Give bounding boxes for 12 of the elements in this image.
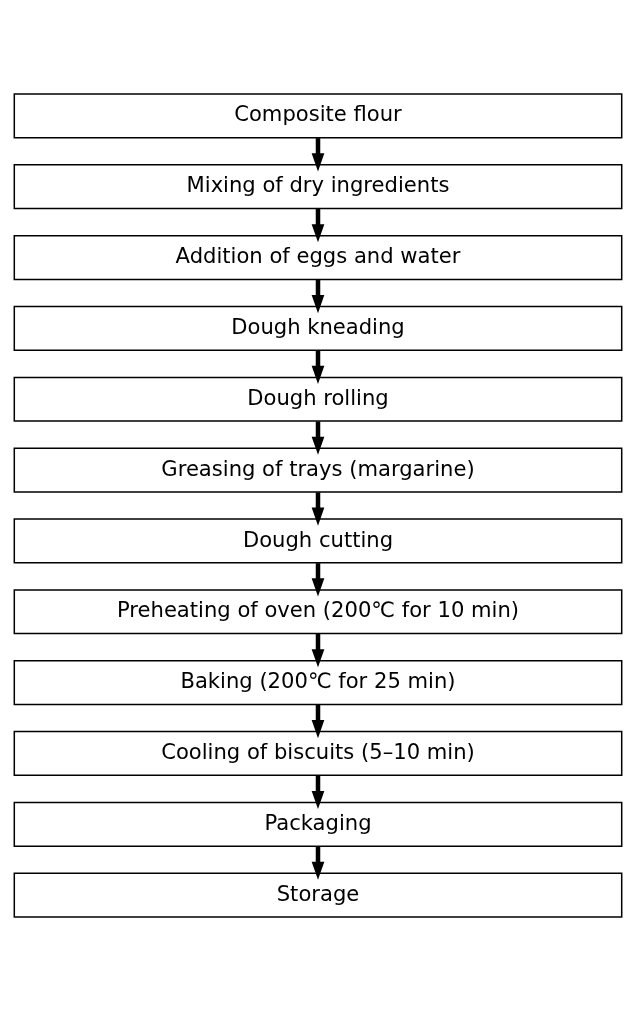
node-box: Preheating of oven (200℃ for 10 min) bbox=[13, 589, 623, 635]
node-box: Greasing of trays (margarine) bbox=[13, 447, 623, 493]
node-box: Baking (200℃ for 25 min) bbox=[13, 660, 623, 706]
node-box: Cooling of biscuits (5–10 min) bbox=[13, 730, 623, 777]
node-box: Dough cutting bbox=[13, 518, 623, 564]
node-box: Storage bbox=[13, 872, 623, 918]
node-box: Composite flour bbox=[13, 93, 623, 139]
node-box: Mixing of dry ingredients bbox=[13, 164, 623, 210]
node-box: Addition of eggs and water bbox=[13, 234, 623, 281]
node-box: Dough rolling bbox=[13, 376, 623, 422]
node-box: Packaging bbox=[13, 801, 623, 847]
node-box: Dough kneading bbox=[13, 305, 623, 351]
